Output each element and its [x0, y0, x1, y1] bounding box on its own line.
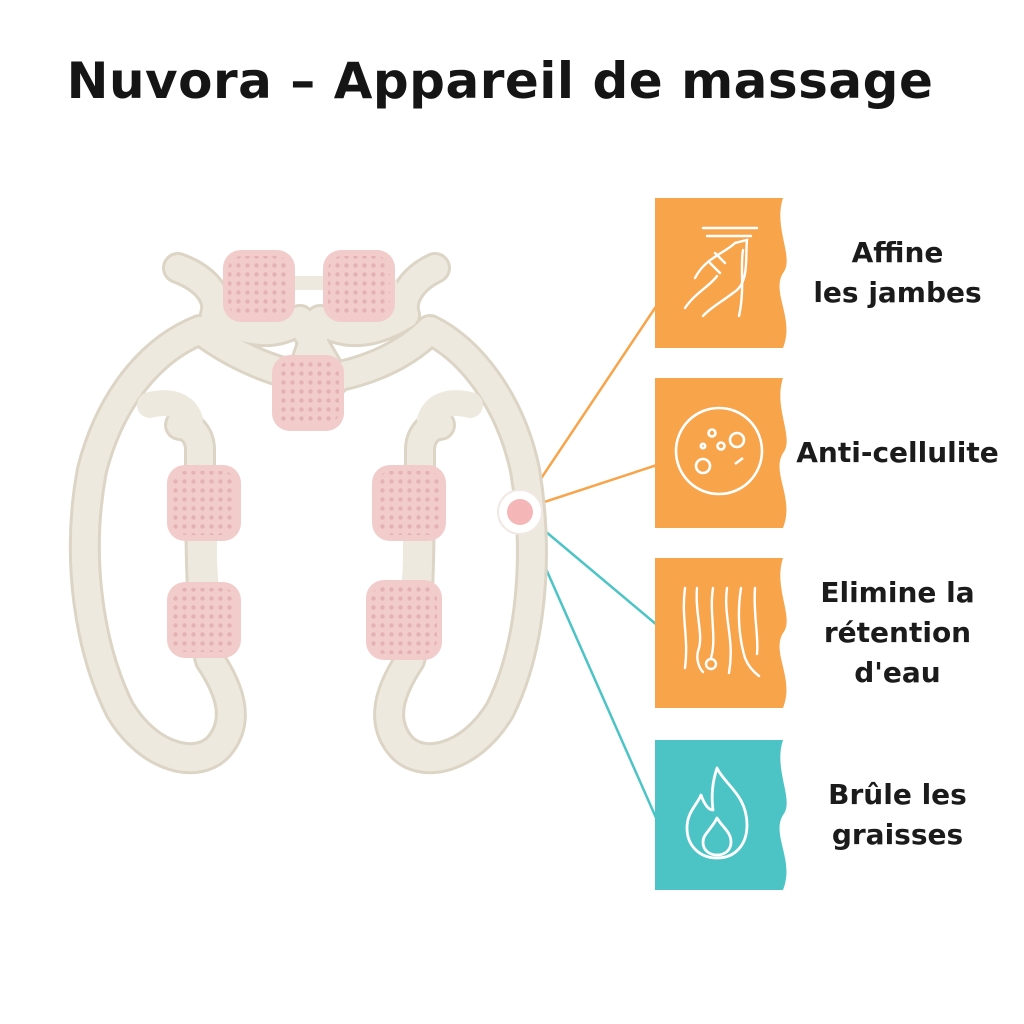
- benefit-badge-4: [655, 740, 795, 890]
- massager-frame: [68, 252, 548, 775]
- benefit-badge-1: [655, 198, 795, 348]
- leg-icon: [683, 226, 759, 318]
- flame-icon: [685, 766, 749, 860]
- benefit-item-1: Affine les jambes: [655, 198, 1000, 348]
- benefit-item-2: Anti-cellulite: [655, 378, 1000, 528]
- page-title: Nuvora – Appareil de massage: [66, 52, 934, 110]
- benefit-item-4: Brûle les graisses: [655, 740, 1000, 890]
- benefit-label-3: Elimine la rétention d'eau: [820, 576, 975, 689]
- connector-hub-dot: [497, 489, 543, 535]
- benefit-label-2: Anti-cellulite: [796, 436, 999, 469]
- water-retention-legs-icon: [682, 586, 761, 678]
- benefit-item-3: Elimine la rétention d'eau: [655, 558, 1000, 708]
- benefit-label-1: Affine les jambes: [813, 236, 982, 309]
- benefit-label-4: Brûle les graisses: [828, 778, 967, 851]
- connector-line-1: [518, 304, 659, 511]
- cellulite-icon: [674, 406, 764, 496]
- benefit-badge-2: [655, 378, 795, 528]
- benefit-badge-3: [655, 558, 795, 708]
